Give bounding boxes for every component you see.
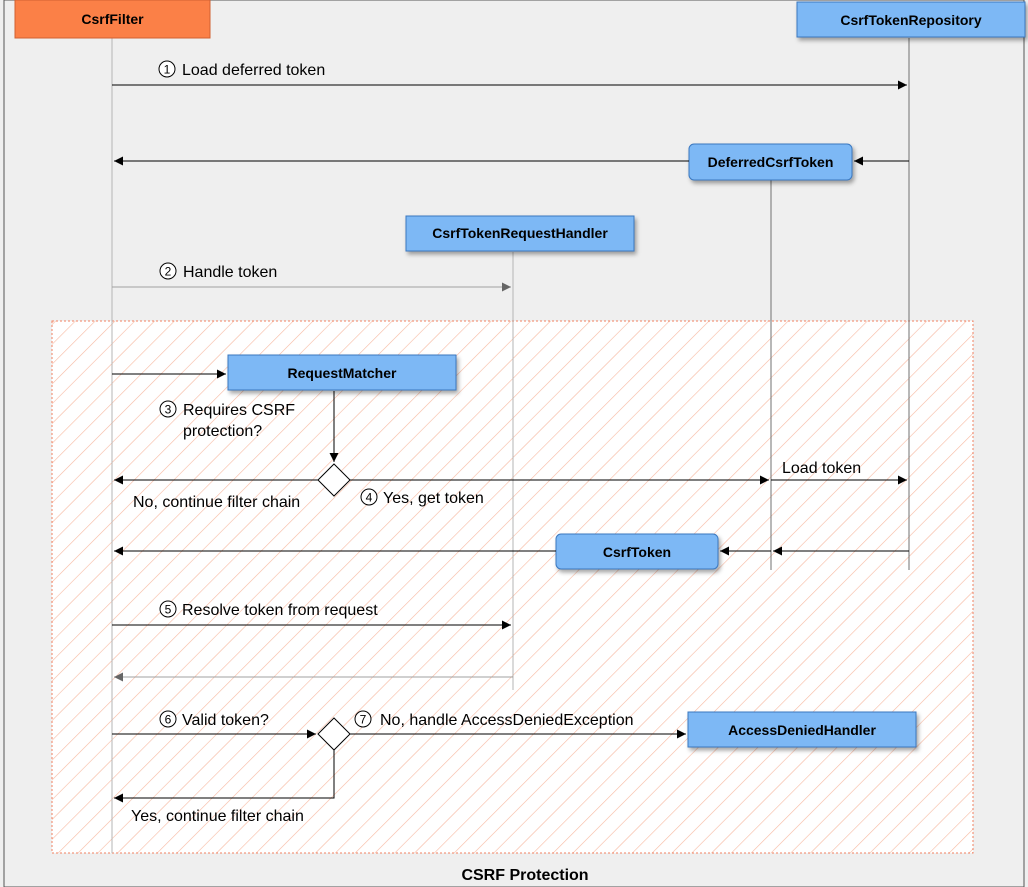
step-7-badge [354,710,372,728]
step-5-resolve-token: 5 Resolve token from request [112,600,511,630]
step-3-label-line2: protection? [183,423,262,440]
csrf-token-request-handler-box: CsrfTokenRequestHandler [405,215,635,252]
step-1-number: 1 [164,63,171,77]
step-4-number: 4 [366,491,373,505]
access-denied-handler-box: AccessDeniedHandler [687,711,917,748]
csrf-token-request-handler-label: CsrfTokenRequestHandler [432,225,608,241]
step-4-label: Yes, get token [383,490,484,507]
csrf-required-decision [317,463,351,497]
step-2-label: Handle token [183,264,277,281]
csrf-token-label: CsrfToken [603,544,671,560]
deferred-csrf-token-box: DeferredCsrfToken [688,143,853,181]
step-2-handle-token: 2 Handle token [112,262,511,292]
step-6-number: 6 [165,713,172,727]
load-token-label: Load token [782,460,861,477]
step-3-label-line1: Requires CSRF [183,402,295,419]
request-matcher-box: RequestMatcher [227,354,457,391]
step-6-badge [159,710,177,728]
step-4-get-token: 4 Yes, get token [350,475,769,507]
csrf-filter-label: CsrfFilter [81,11,144,27]
step-1-label: Load deferred token [182,62,325,79]
step-1-load-deferred-token: 1 Load deferred token [112,60,907,90]
deferred-csrf-token-label: DeferredCsrfToken [708,154,834,170]
step-3-requires-csrf: 3 Requires CSRF protection? [112,369,339,462]
step-2-number: 2 [165,265,172,279]
step-4-badge [360,488,378,506]
csrf-filter-box: CsrfFilter [14,0,211,39]
request-matcher-label: RequestMatcher [288,365,397,381]
step-3-number: 3 [165,403,172,417]
no-continue-label: No, continue filter chain [133,494,300,511]
access-denied-handler-label: AccessDeniedHandler [728,722,876,738]
step-3-badge [159,400,177,418]
step-5-badge [159,600,177,618]
yes-continue-label: Yes, continue filter chain [131,808,304,825]
step-6-label: Valid token? [182,712,269,729]
step-7-label: No, handle AccessDeniedException [380,712,634,729]
step-7-access-denied: 7 No, handle AccessDeniedException [350,710,686,739]
step-5-label: Resolve token from request [182,602,378,619]
step-7-number: 7 [360,713,367,727]
csrf-token-repository-label: CsrfTokenRepository [840,12,982,28]
step-2-badge [159,262,177,280]
step-5-number: 5 [165,603,172,617]
step-6-valid-token: 6 Valid token? [112,710,316,739]
diagram-caption: CSRF Protection [461,867,588,884]
csrf-token-repository-box: CsrfTokenRepository [796,1,1026,38]
step-1-badge [158,60,176,78]
yes-continue-arrow [114,750,335,803]
csrf-token-box: CsrfToken [555,533,719,570]
